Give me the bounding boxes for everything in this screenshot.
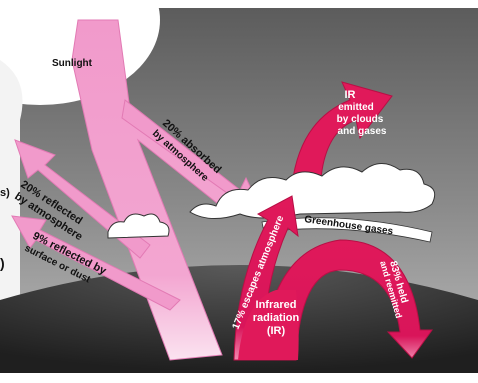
label-ir-emitted-4: and gases xyxy=(338,126,387,137)
label-sunlight: Sunlight xyxy=(52,58,93,69)
label-ir-emitted-1: IR xyxy=(345,89,356,101)
label-infrared-2: radiation xyxy=(253,312,300,324)
ir-source-body xyxy=(238,290,299,360)
ir-held-arrow xyxy=(261,239,433,361)
left-light-area xyxy=(0,0,23,383)
page-bottom-strip xyxy=(0,373,478,383)
label-infrared-1: Infrared xyxy=(256,299,297,311)
reflected-surface-arrow xyxy=(11,215,181,311)
page-top-strip xyxy=(0,0,478,8)
greenhouse-band xyxy=(261,217,433,243)
ir-emitted-arrow xyxy=(291,81,393,193)
label-ir-emitted-3: by clouds xyxy=(337,114,384,125)
label-ir-emitted-2: emitted xyxy=(338,102,374,113)
sunlight-arrow xyxy=(71,19,246,361)
label-edge-paren: ) xyxy=(0,255,5,271)
label-infrared-3: (IR) xyxy=(267,325,286,337)
cloud-left xyxy=(107,213,170,239)
label-edge-s: s) xyxy=(0,187,10,199)
